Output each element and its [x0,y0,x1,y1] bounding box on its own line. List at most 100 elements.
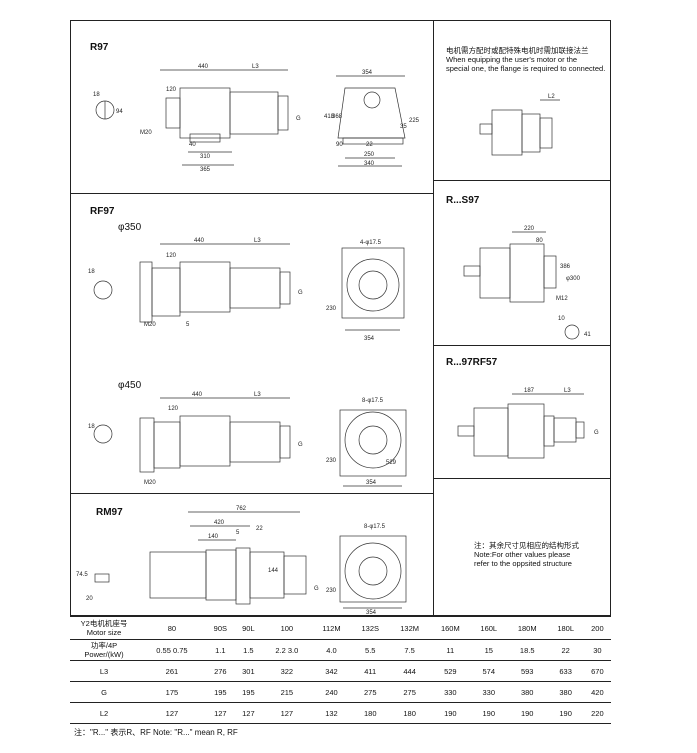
dim-rf97-450-18: 18 [88,424,95,430]
table-cell: 30 [583,639,611,661]
dim-r97-310: 310 [200,154,211,160]
other-note-en1: Note:For other values please [474,550,571,559]
section-title-r97: R97 [90,42,109,53]
dim-rf97-350-230: 230 [326,306,337,312]
table-cell: 275 [351,681,390,703]
dim-rf97-450-230: 230 [326,458,337,464]
table-cell: 444 [389,660,430,682]
dim-rf97-450-120: 120 [168,406,179,412]
table-cell: 175 [138,681,206,703]
dim-r97-35: 35 [400,124,407,130]
dim-r97-120: 120 [166,87,177,93]
dim-rm97-5: 5 [236,530,240,536]
dim-rm97-144: 144 [268,568,279,574]
table-cell: 132M [389,616,430,640]
table-cell: 190 [506,702,548,724]
table-cell: 2.2 3.0 [261,639,312,661]
dim-r97-18: 18 [93,92,100,98]
dim-rf97-450-G: G [298,442,303,448]
table-cell: 330 [470,681,507,703]
table-cell: 127 [205,702,235,724]
table-cell: 180 [351,702,390,724]
section-title-rf97: RF97 [90,206,115,217]
table-cell: 190 [470,702,507,724]
section-title-r97rf57: R...97RF57 [446,357,498,368]
dim-rf97-350-L3: L3 [254,238,261,244]
table-cell: 275 [389,681,430,703]
divider-r97 [70,193,433,194]
dim-rm97-420: 420 [214,520,225,526]
column-divider [433,20,434,616]
table-cell: 220 [583,702,611,724]
table-cell: 15 [470,639,507,661]
dim-rf57-G: G [594,430,599,436]
table-cell: 342 [311,660,352,682]
dim-r97-250: 250 [364,152,375,158]
dim-r97-354: 354 [362,70,373,76]
row-header: L3 [70,660,138,682]
dim-rm97-20: 20 [86,596,93,602]
dim-rf97-450-529: 529 [386,460,397,466]
table-cell: 90L [234,616,262,640]
table-cell: 322 [261,660,312,682]
dim-r97-340: 340 [364,161,375,167]
dim-r97-M20: M20 [140,130,152,136]
other-values-note: 注：其余尺寸见相应的结构形式 Note:For other values ple… [474,541,579,568]
dim-rf97-450-holes: 8-φ17.5 [362,398,384,404]
divider-rf97 [70,493,433,494]
dim-r97-40: 40 [189,142,196,148]
row-header-line2: Motor size [86,628,122,637]
table-cell: 190 [429,702,471,724]
r97rf57-view [457,393,585,459]
dim-rs97-M12: M12 [556,296,568,302]
flange-note-en1: When equipping the user's motor or the [446,55,578,64]
table-cell: 195 [234,681,262,703]
table-cell: 240 [311,681,352,703]
dim-rf97-350-M20: M20 [144,322,156,328]
table-cell: 411 [351,660,390,682]
dim-rf57-187: 187 [524,388,535,394]
other-note-cn: 注：其余尺寸见相应的结构形式 [474,541,579,550]
table-cell: 190 [547,702,584,724]
dim-r97-368: 368 [332,114,343,120]
row-header: L2 [70,702,138,724]
dim-rf97-350-G: G [298,290,303,296]
table-cell: 180M [506,616,548,640]
section-title-rs97: R...S97 [446,195,480,206]
row-header-line1: 功率/4P [90,641,118,650]
dim-rm97-22: 22 [256,526,263,532]
dim-rs97-80: 80 [536,238,543,244]
dim-rf97-350-5: 5 [186,322,190,328]
row-header: G [70,681,138,703]
drawing-frame [70,20,611,616]
table-cell: 7.5 [389,639,430,661]
dim-rf97-350-holes: 4-φ17.5 [360,240,382,246]
dim-rm97-230: 230 [326,588,337,594]
rs97-view [463,231,580,340]
dim-rm97-745: 74.5 [76,572,88,578]
dim-r97-418: 418 [324,114,335,120]
dim-r97-G: G [296,116,301,122]
table-cell: 380 [547,681,584,703]
dim-r97-225: 225 [409,118,420,124]
table-cell: 261 [138,660,206,682]
dim-rf97-350-18: 18 [88,269,95,275]
flange-note-cn: 电机需方配时或配特殊电机时需加联接法兰 [446,46,589,55]
rf97-350-front-view [341,247,405,331]
dim-r97-L3: L3 [252,64,259,70]
table-cell: 301 [234,660,262,682]
dim-r97-22: 22 [366,142,373,148]
divider-flange [433,180,611,181]
table-cell: 1.1 [205,639,235,661]
dim-rs97-220: 220 [524,226,535,232]
rf97-450-side-view [93,397,291,473]
table-cell: 100 [261,616,312,640]
r97-side-view [95,69,289,166]
flange-note: 电机需方配时或配特殊电机时需加联接法兰 When equipping the u… [446,46,605,73]
dim-rm97-762: 762 [236,506,247,512]
